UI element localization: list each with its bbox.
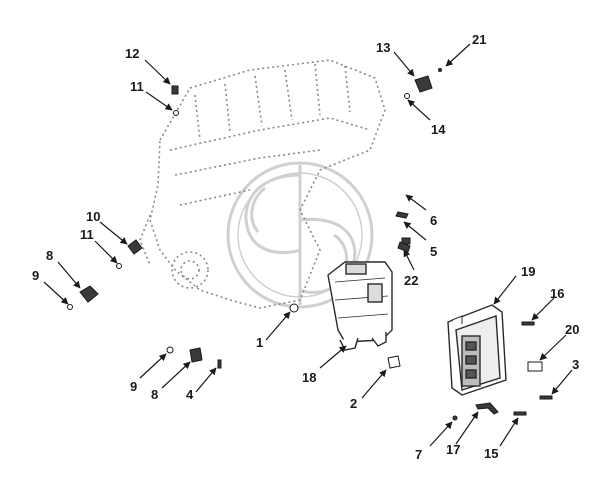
- callout-10: 10: [86, 209, 100, 224]
- washer-11b: [116, 263, 122, 269]
- callout-18: 18: [302, 370, 316, 385]
- washer-11: [173, 110, 179, 116]
- plate-20: [527, 361, 543, 372]
- ecm-bracket: [327, 261, 393, 351]
- engine-block: [139, 59, 386, 309]
- leader-lines: [43, 43, 573, 447]
- callout-19: 19: [521, 264, 535, 279]
- callout-8: 8: [46, 248, 53, 263]
- callout-9: 9: [32, 268, 39, 283]
- clip-16: [521, 321, 535, 326]
- callout-16: 16: [550, 286, 564, 301]
- ecm-module: [447, 304, 507, 396]
- sensor-parts: [67, 68, 553, 421]
- callout-7: 7: [415, 447, 422, 462]
- callout-21: 21: [472, 32, 486, 47]
- callout-20: 20: [565, 322, 579, 337]
- callout-9-bottom: 9: [130, 379, 137, 394]
- callout-3: 3: [572, 357, 579, 372]
- part-5: [401, 237, 411, 245]
- sensor-10: [127, 239, 143, 255]
- bracket-17: [475, 402, 499, 415]
- sensor-13: [414, 75, 433, 93]
- screw-15: [513, 411, 527, 416]
- washer-14: [404, 93, 410, 99]
- callout-14: 14: [431, 122, 446, 137]
- sensor-8a: [79, 285, 99, 303]
- callout-5: 5: [430, 244, 437, 259]
- callout-11-left: 11: [80, 227, 94, 242]
- callout-6: 6: [430, 213, 437, 228]
- callout-15: 15: [484, 446, 498, 461]
- callout-4: 4: [186, 387, 194, 402]
- part-1: [289, 303, 299, 313]
- callout-22: 22: [404, 273, 418, 288]
- pin-4: [217, 359, 222, 369]
- callout-2: 2: [350, 396, 357, 411]
- part-7: [452, 415, 458, 421]
- callout-17: 17: [446, 442, 460, 457]
- part-2: [387, 355, 401, 369]
- part-21: [438, 68, 442, 72]
- callout-11: 11: [130, 79, 144, 94]
- screw-3: [539, 395, 553, 400]
- washer-9a: [67, 304, 73, 310]
- callout-8-bottom: 8: [151, 387, 158, 402]
- bolt-12: [171, 85, 179, 95]
- sensor-8b: [189, 347, 203, 363]
- callout-13: 13: [376, 40, 390, 55]
- callout-12: 12: [125, 46, 139, 61]
- callout-labels: 12 11 13 21 14 10 11 8 9 6 5 22 19 16 1 …: [32, 32, 579, 462]
- callout-1: 1: [256, 335, 263, 350]
- part-6: [395, 211, 409, 219]
- washer-9b: [166, 346, 174, 354]
